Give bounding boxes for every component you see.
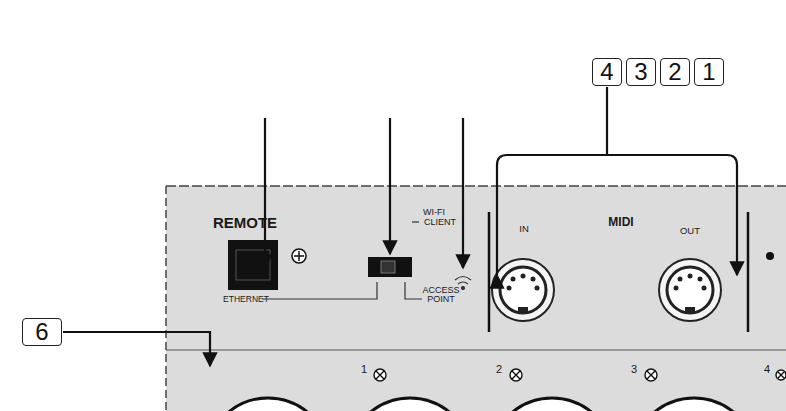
callout-number: 4 [600, 60, 613, 84]
ethernet-jack [228, 240, 278, 290]
callout-box: 3 [626, 58, 656, 86]
callout-box: 6 [22, 318, 62, 346]
callout-box: 2 [660, 58, 690, 86]
switch-label: WI-FI [423, 208, 445, 217]
screw-symbols [374, 369, 786, 381]
midi-out-socket [659, 259, 721, 321]
port-label: ETHERNET [223, 295, 269, 304]
screw-symbol [292, 249, 306, 263]
mode-switch [368, 257, 412, 277]
switch-label: CLIENT [424, 218, 456, 227]
callout-number: 1 [702, 60, 715, 84]
panel [166, 186, 786, 411]
port-label: REMOTE [213, 215, 277, 230]
channel-number: 4 [764, 364, 770, 375]
callout-number: 6 [35, 320, 48, 344]
channel-number: 3 [631, 364, 637, 375]
port-label: IN [519, 224, 529, 234]
channel-number: 1 [361, 364, 367, 375]
callout-box: 1 [694, 58, 724, 86]
xlr-sockets [206, 398, 756, 411]
section-label: MIDI [608, 216, 633, 228]
port-label: OUT [680, 226, 700, 236]
switch-label: POINT [427, 295, 455, 304]
switch-label: ACCESS [422, 286, 459, 295]
callout-box: 4 [592, 58, 622, 86]
midi-in-socket [492, 259, 554, 321]
callout-number: 2 [668, 60, 681, 84]
callout-number: 3 [634, 60, 647, 84]
channel-number: 2 [496, 364, 502, 375]
leader-lines [63, 87, 737, 366]
